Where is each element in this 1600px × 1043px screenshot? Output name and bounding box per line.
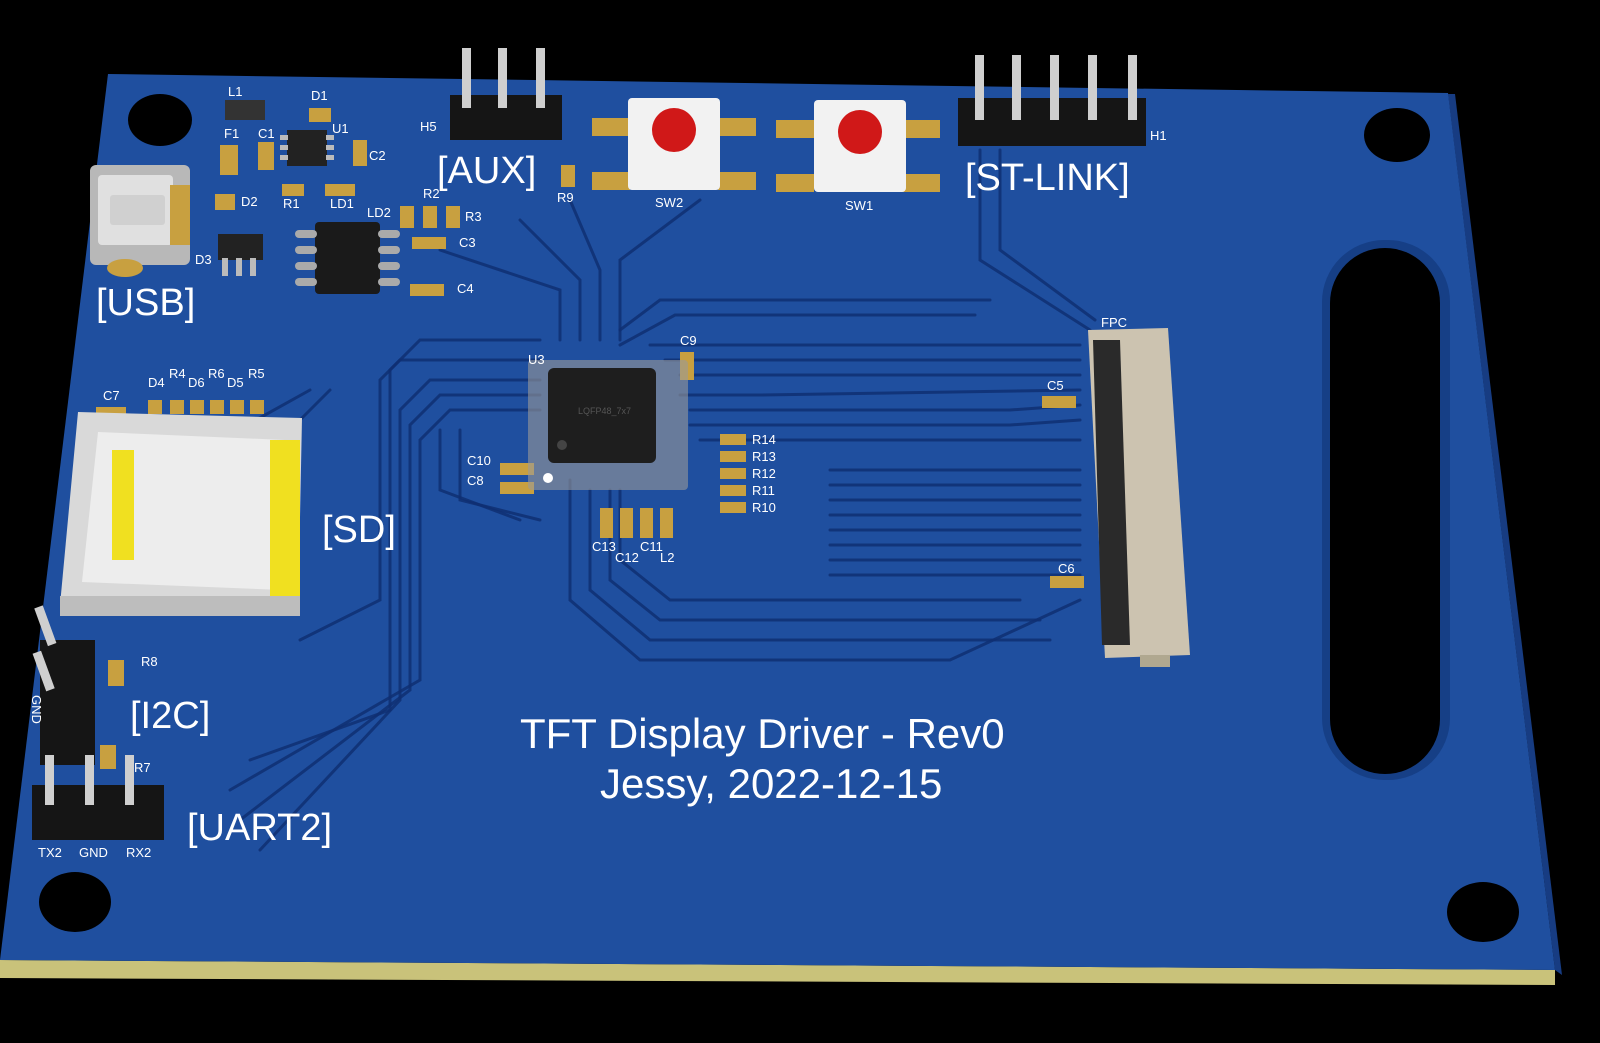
section-labels: [USB] [AUX] [ST-LINK] [SD] [I2C] [UART2] — [96, 150, 1130, 849]
ref-C13: C13 — [592, 539, 616, 554]
ref-D3: D3 — [195, 252, 212, 267]
fpc-connector — [1088, 328, 1190, 667]
ref-D5: D5 — [227, 375, 244, 390]
board-title: TFT Display Driver - Rev0 — [520, 710, 1005, 757]
pin-label-gnd: GND — [79, 845, 108, 860]
ref-C12: C12 — [615, 550, 639, 565]
ref-R3: R3 — [465, 209, 482, 224]
ref-U3: U3 — [528, 352, 545, 367]
ref-R9: R9 — [557, 190, 574, 205]
section-uart2: [UART2] — [187, 807, 332, 849]
ref-R7: R7 — [134, 760, 151, 775]
ref-LD1: LD1 — [330, 196, 354, 211]
mount-hole-bottom-right — [1447, 882, 1519, 942]
ref-H5: H5 — [420, 119, 437, 134]
ref-SW1: SW1 — [845, 198, 873, 213]
mcu-u3 — [528, 360, 688, 490]
section-st-link: [ST-LINK] — [965, 157, 1130, 199]
ref-C2: C2 — [369, 148, 386, 163]
pin-label-rx2: RX2 — [126, 845, 151, 860]
pin-label-tx2: TX2 — [38, 845, 62, 860]
header-i2c — [32, 605, 95, 765]
passives — [96, 100, 1084, 769]
mount-hole-bottom-left — [39, 872, 111, 932]
ref-C1: C1 — [258, 126, 275, 141]
ic-d3 — [218, 234, 263, 276]
ref-R10: R10 — [752, 500, 776, 515]
board-side — [1448, 94, 1562, 975]
ref-R2: R2 — [423, 186, 440, 201]
board-slot-hole — [1330, 248, 1440, 774]
ref-U1: U1 — [332, 121, 349, 136]
header-h1 — [958, 55, 1146, 146]
ref-R11: R11 — [752, 483, 775, 498]
section-sd: [SD] — [322, 509, 396, 551]
ref-D6: D6 — [188, 375, 205, 390]
mount-hole-top-left — [128, 94, 192, 146]
ref-LD2: LD2 — [367, 205, 391, 220]
section-usb: [USB] — [96, 282, 195, 324]
ref-L1: L1 — [228, 84, 242, 99]
mount-hole-top-right — [1364, 108, 1430, 162]
header-h5 — [450, 48, 562, 140]
board-author-date: Jessy, 2022-12-15 — [600, 760, 942, 807]
ref-R12: R12 — [752, 466, 776, 481]
ref-C5: C5 — [1047, 378, 1064, 393]
ic-u1 — [280, 130, 334, 166]
header-uart2 — [32, 755, 164, 840]
section-aux: [AUX] — [437, 150, 536, 192]
ref-F1: F1 — [224, 126, 239, 141]
board-edge — [0, 960, 1555, 985]
ref-FPC: FPC — [1101, 315, 1127, 330]
switch-sw1 — [776, 100, 940, 192]
ref-C3: C3 — [459, 235, 476, 250]
usb-connector — [90, 165, 190, 277]
ref-C8: C8 — [467, 473, 484, 488]
ref-C11: C11 — [640, 539, 663, 554]
ref-R4: R4 — [169, 366, 186, 381]
ref-H1: H1 — [1150, 128, 1167, 143]
ref-C6: C6 — [1058, 561, 1075, 576]
ref-C7: C7 — [103, 388, 120, 403]
ref-R1: R1 — [283, 196, 300, 211]
ref-R8: R8 — [141, 654, 158, 669]
ref-D2: D2 — [241, 194, 258, 209]
switch-sw2 — [592, 98, 756, 190]
ref-C9: C9 — [680, 333, 697, 348]
sd-card-slot — [60, 412, 302, 616]
ref-R14: R14 — [752, 432, 776, 447]
ref-D4: D4 — [148, 375, 165, 390]
section-i2c: [I2C] — [130, 695, 210, 737]
ref-R6: R6 — [208, 366, 225, 381]
refdes-layer: L1 D1 F1 C1 U1 C2 D2 R1 LD1 LD2 R2 R3 C3… — [29, 84, 1167, 860]
ref-R5: R5 — [248, 366, 265, 381]
ref-L2: L2 — [660, 550, 674, 565]
ref-R13: R13 — [752, 449, 776, 464]
ref-D1: D1 — [311, 88, 328, 103]
ic-u2 — [295, 222, 400, 294]
chip-marking: LQFP48_7x7 — [578, 406, 631, 416]
ref-C10: C10 — [467, 453, 491, 468]
ref-SW2: SW2 — [655, 195, 683, 210]
ref-C4: C4 — [457, 281, 474, 296]
pin-label-i2c-gnd: GND — [29, 695, 44, 724]
board-top — [0, 74, 1555, 970]
